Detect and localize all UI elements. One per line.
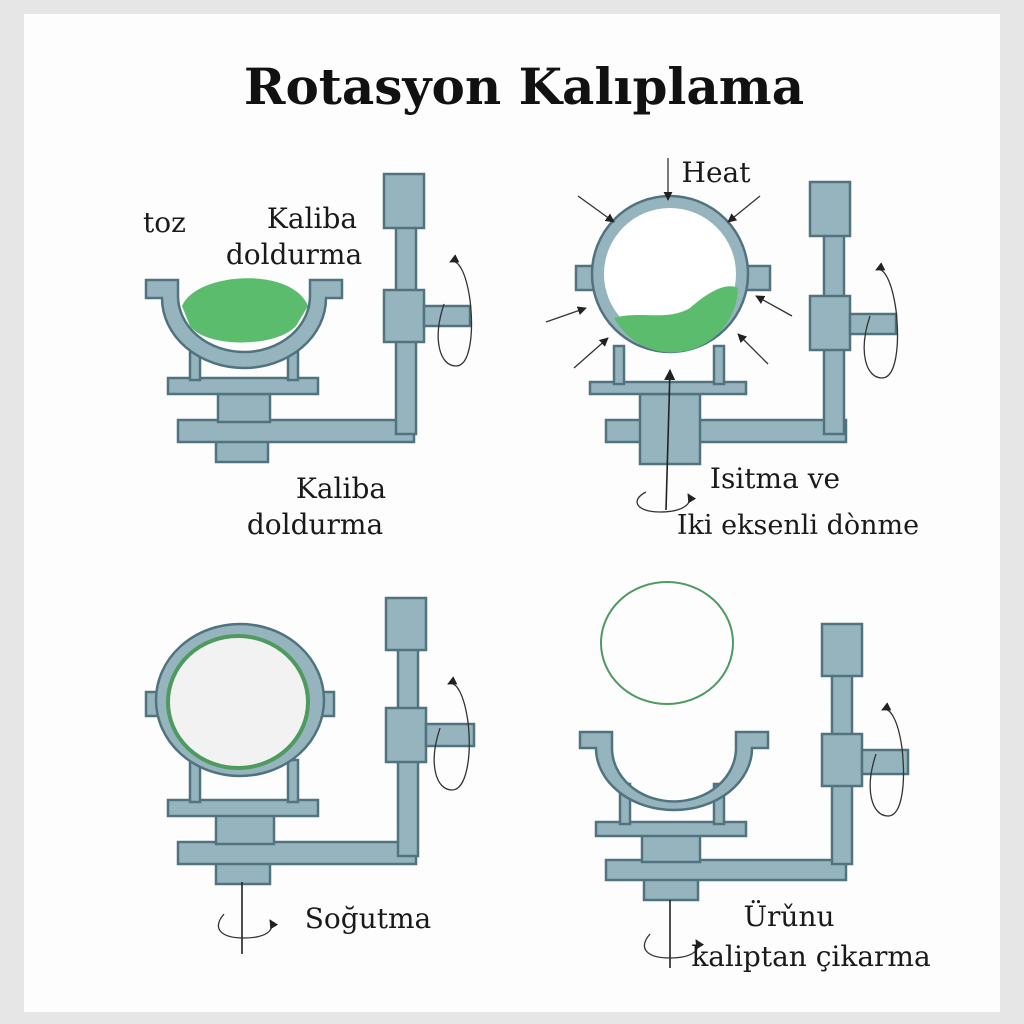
mold-machine xyxy=(166,172,472,464)
open-mold-bowl xyxy=(578,730,770,812)
label-heat: Heat xyxy=(682,156,752,189)
vertical-axis-arrow xyxy=(636,368,697,513)
rotation-arrow xyxy=(433,676,470,791)
panel-heat: Heat Isitma ve Iki eksenli dònme xyxy=(545,156,919,541)
caption-fill-2: doldurma xyxy=(247,508,383,541)
open-mold-bowl xyxy=(144,278,344,370)
rotation-arrow xyxy=(863,262,899,379)
page-title: Rotasyon Kalıplama xyxy=(244,57,804,116)
caption-heat-1: Isitma ve xyxy=(710,462,840,495)
label-powder: toz xyxy=(143,206,186,239)
heat-arrows xyxy=(545,158,793,369)
label-fill-top-2: doldurma xyxy=(226,238,362,271)
caption-cool: Soğutma xyxy=(305,902,432,935)
mold-machine xyxy=(594,622,910,902)
rotation-arrow xyxy=(437,254,473,367)
caption-remove-1: Ürǔnu xyxy=(743,899,834,933)
label-fill-top-1: Kaliba xyxy=(267,202,357,235)
panel-fill: toz Kaliba doldurma Kaliba doldurma xyxy=(143,172,473,541)
closed-mold-with-part xyxy=(144,622,336,778)
mold-machine xyxy=(166,596,476,886)
panel-remove: Ürǔnu kaliptan çikarma xyxy=(578,581,931,973)
cooled-part xyxy=(166,634,310,770)
caption-heat-2: Iki eksenli dònme xyxy=(677,510,919,541)
rotation-arrow xyxy=(869,702,905,817)
vertical-axis-arrow xyxy=(218,882,279,954)
caption-fill-1: Kaliba xyxy=(296,472,386,505)
vertical-axis-arrow xyxy=(644,900,705,968)
powder-coating xyxy=(614,286,738,353)
panel-cool: Soğutma xyxy=(144,596,476,954)
green-powder-charge xyxy=(182,278,308,343)
caption-remove-2: kaliptan çikarma xyxy=(691,940,930,973)
released-product xyxy=(600,581,734,705)
closed-mold xyxy=(574,194,772,354)
mold-machine xyxy=(588,180,898,466)
